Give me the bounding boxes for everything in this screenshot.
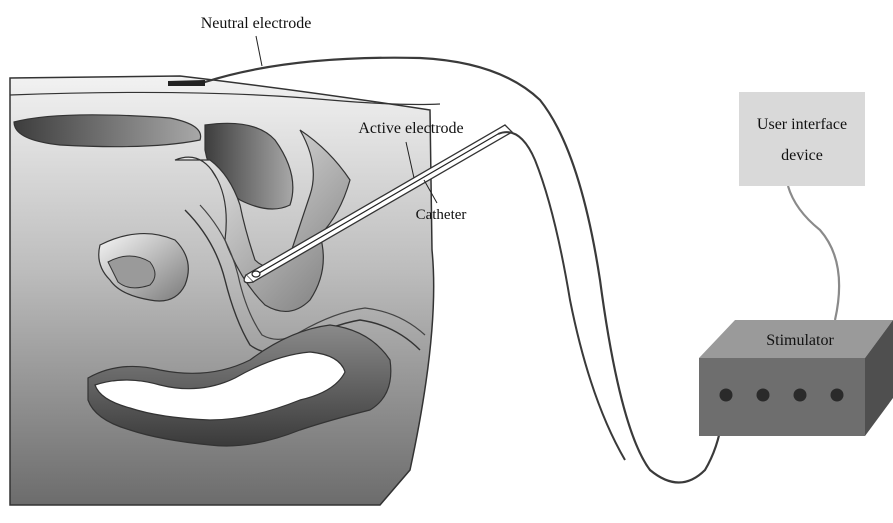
ui-device-box — [739, 92, 865, 186]
upper-organ — [14, 115, 201, 147]
label-neutral-electrode: Neutral electrode — [201, 15, 312, 32]
stimulator-port — [831, 389, 844, 402]
active-electrode-cable — [498, 132, 625, 460]
label-active-electrode: Active electrode — [358, 120, 463, 137]
label-catheter: Catheter — [416, 207, 467, 223]
active-electrode-tip — [252, 271, 260, 277]
ui-device-label-line1: User interface — [757, 116, 847, 133]
ui-device-label-line2: device — [781, 147, 823, 164]
leader-neutral-electrode — [256, 36, 262, 66]
stimulator-port — [720, 389, 733, 402]
stimulator-label: Stimulator — [766, 332, 834, 349]
stimulator-port — [794, 389, 807, 402]
pelvic-cross-section — [10, 76, 440, 505]
neutral-electrode-pad — [168, 80, 205, 86]
stimulator: Stimulator — [699, 320, 893, 436]
stimulator-port — [757, 389, 770, 402]
ui-device-cable — [788, 186, 839, 320]
user-interface-device: User interface device — [739, 92, 865, 186]
